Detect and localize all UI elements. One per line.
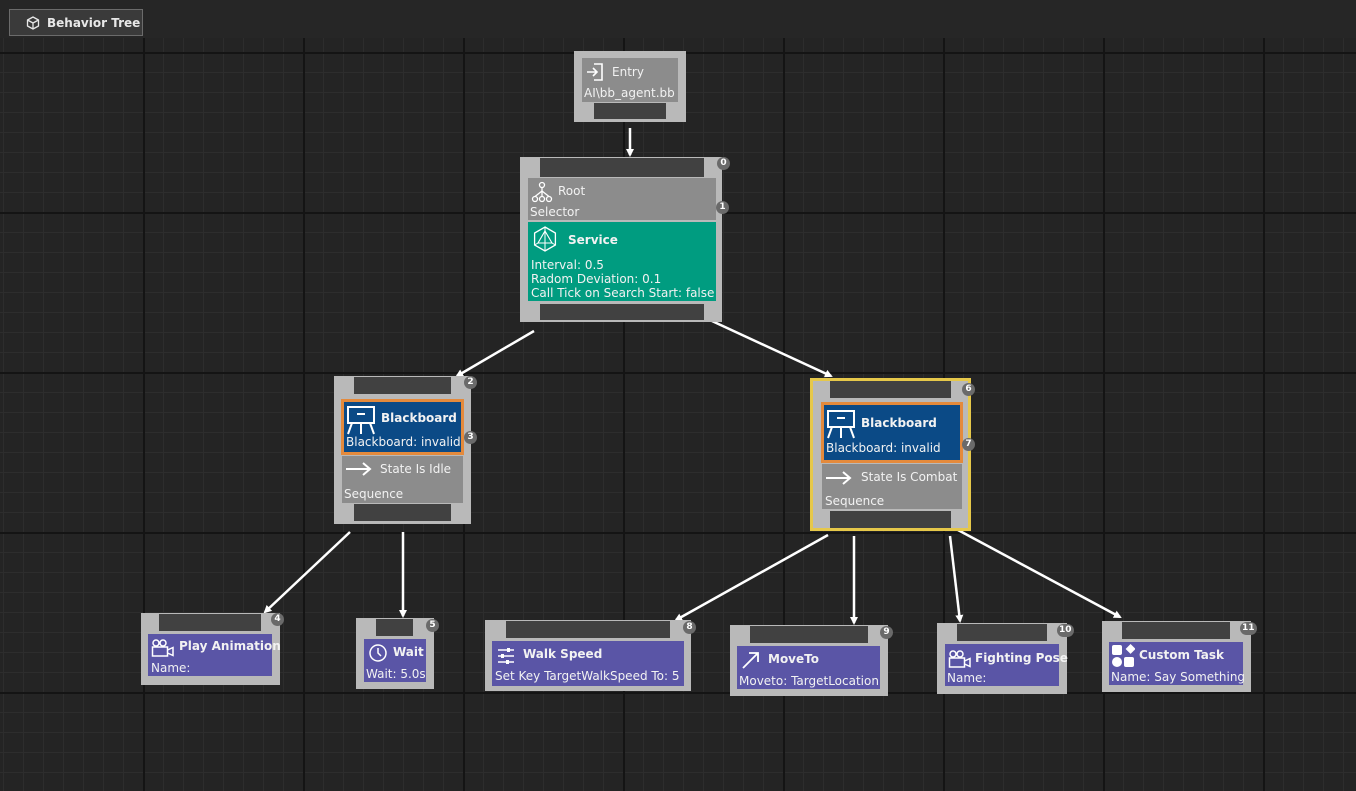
entry-icon	[587, 63, 603, 81]
root-header: Root Selector	[528, 178, 716, 220]
moveto-title: MoveTo	[768, 652, 819, 666]
play-animation-title: Play Animation	[179, 639, 281, 653]
combat-body: State Is Combat Sequence	[822, 464, 962, 509]
walk-speed-input-port[interactable]	[506, 621, 670, 638]
tab-label: Behavior Tree	[47, 15, 141, 30]
idle-input-port[interactable]	[354, 377, 451, 394]
play-animation-subtitle: Name:	[151, 661, 191, 675]
walk-speed-title: Walk Speed	[523, 647, 603, 661]
moveto-body: MoveTo Moveto: TargetLocation	[737, 646, 880, 689]
idle-index-badge: 2	[464, 376, 477, 389]
task-moveto[interactable]: 9 MoveTo Moveto: TargetLocation	[730, 625, 893, 696]
moveto-subtitle: Moveto: TargetLocation	[739, 674, 879, 688]
service-icon	[533, 226, 557, 252]
fighting-pose-subtitle: Name:	[947, 671, 987, 685]
wait-input-port[interactable]	[376, 619, 413, 636]
camera-icon	[948, 650, 971, 668]
combat-decorator-title: Blackboard	[861, 416, 937, 430]
custom-task-index-badge: 11	[1240, 622, 1257, 635]
root-input-port[interactable]	[540, 158, 704, 177]
idle-body: State Is Idle Sequence	[342, 456, 463, 503]
shapes-icon	[1112, 644, 1135, 667]
task-custom-task[interactable]: 11 Custom Task Name: Say Something	[1102, 621, 1257, 692]
custom-task-body: Custom Task Name: Say Something	[1109, 642, 1246, 685]
walk-speed-subtitle: Set Key TargetWalkSpeed To: 5	[495, 669, 680, 683]
service-title: Service	[568, 233, 618, 247]
idle-label: State Is Idle	[380, 462, 452, 476]
combat-decorator-index-badge: 7	[962, 438, 975, 451]
hierarchy-icon	[531, 181, 553, 203]
sliders-icon	[498, 648, 514, 664]
arrow-right-icon	[346, 462, 372, 476]
camera-icon	[151, 639, 174, 657]
idle-decorator-title: Blackboard	[381, 411, 457, 425]
root-index-badge: 0	[717, 157, 730, 170]
sequence-combat-node[interactable]: 6 Blackboard Blackboard: invalid 7 State…	[810, 378, 975, 531]
service-block[interactable]: Service Interval: 0.5 Radom Deviation: 0…	[528, 222, 716, 301]
clock-icon	[369, 644, 387, 662]
combat-decorator-subtitle: Blackboard: invalid	[826, 441, 941, 455]
wait-title: Wait	[393, 645, 424, 659]
combat-label: State Is Combat	[861, 470, 958, 484]
task-walk-speed[interactable]: 8 Walk Speed Set Key TargetWalkSpeed To:…	[485, 620, 696, 691]
entry-output-port[interactable]	[594, 103, 666, 119]
service-line-tick: Call Tick on Search Start: false	[531, 286, 715, 300]
walk-speed-body: Walk Speed Set Key TargetWalkSpeed To: 5	[492, 641, 684, 686]
wait-index-badge: 5	[426, 619, 439, 632]
fighting-pose-input-port[interactable]	[957, 624, 1047, 641]
root-title: Root	[558, 184, 586, 198]
blackboard-icon	[827, 410, 855, 439]
combat-blackboard-decorator[interactable]: Blackboard Blackboard: invalid	[821, 402, 963, 463]
play-animation-input-port[interactable]	[159, 614, 261, 631]
combat-input-port[interactable]	[830, 381, 951, 398]
entry-title: Entry	[612, 65, 644, 79]
play-animation-body: Play Animation Name:	[148, 634, 281, 676]
task-wait[interactable]: 5 Wait Wait: 5.0s	[356, 618, 439, 689]
combat-type: Sequence	[825, 494, 885, 508]
fighting-pose-title: Fighting Pose	[975, 651, 1068, 665]
walk-speed-index-badge: 8	[683, 621, 696, 634]
root-type: Selector	[530, 205, 580, 219]
wait-subtitle: Wait: 5.0s	[366, 667, 426, 681]
toolbar: Behavior Tree	[0, 0, 1356, 39]
root-output-port[interactable]	[540, 304, 704, 320]
idle-decorator-subtitle: Blackboard: invalid	[346, 435, 461, 449]
play-animation-index-badge: 4	[271, 613, 284, 626]
idle-decorator-index-badge: 3	[464, 431, 477, 444]
custom-task-subtitle: Name: Say Something	[1111, 670, 1246, 684]
idle-type: Sequence	[344, 487, 404, 501]
service-index-badge: 1	[716, 201, 729, 214]
moveto-input-port[interactable]	[750, 626, 868, 643]
root-node[interactable]: 0 Root Selector 1 Service Interval: 0.5 …	[520, 157, 730, 322]
service-line-interval: Interval: 0.5	[531, 258, 604, 272]
entry-node[interactable]: Entry AI\bb_agent.bb	[574, 51, 686, 122]
combat-output-port[interactable]	[830, 511, 951, 528]
entry-body: Entry AI\bb_agent.bb	[582, 58, 678, 102]
fighting-pose-body: Fighting Pose Name:	[945, 644, 1068, 686]
cube-icon	[26, 15, 40, 30]
combat-index-badge: 6	[962, 383, 975, 396]
blackboard-icon	[347, 406, 375, 435]
idle-output-port[interactable]	[354, 504, 451, 521]
arrow-right-icon	[826, 471, 852, 485]
idle-blackboard-decorator[interactable]: Blackboard Blackboard: invalid	[341, 399, 464, 455]
service-line-deviation: Radom Deviation: 0.1	[531, 272, 662, 286]
custom-task-title: Custom Task	[1139, 648, 1225, 662]
fighting-pose-index-badge: 10	[1057, 624, 1074, 637]
entry-subtitle: AI\bb_agent.bb	[584, 86, 675, 100]
custom-task-input-port[interactable]	[1122, 622, 1230, 639]
task-fighting-pose[interactable]: 10 Fighting Pose Name:	[937, 623, 1074, 694]
wait-body: Wait Wait: 5.0s	[364, 639, 426, 682]
moveto-index-badge: 9	[880, 626, 893, 639]
tab-behavior-tree[interactable]: Behavior Tree	[9, 9, 143, 36]
task-play-animation[interactable]: 4 Play Animation Name:	[141, 613, 284, 685]
arrow-diagonal-icon	[742, 652, 759, 669]
sequence-idle-node[interactable]: 2 Blackboard Blackboard: invalid 3 State…	[334, 376, 477, 524]
